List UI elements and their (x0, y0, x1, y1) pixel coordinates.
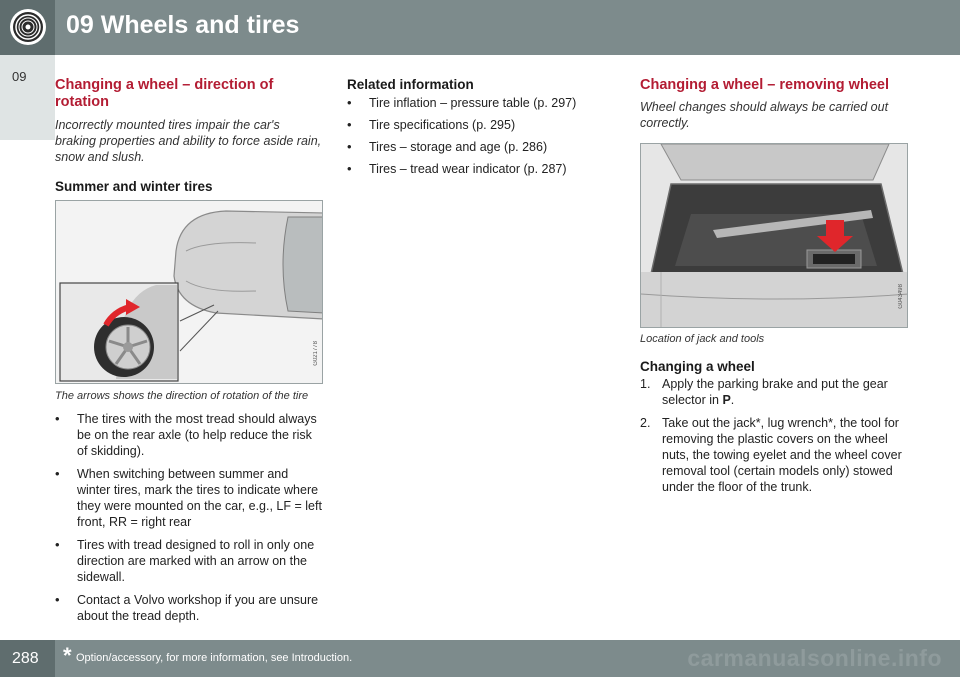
list-item: Tires with tread designed to roll in onl… (55, 537, 323, 585)
list-tire-tips: The tires with the most tread should alw… (55, 411, 323, 624)
car-front-illustration (56, 201, 322, 383)
list-item: Contact a Volvo workshop if you are unsu… (55, 592, 323, 624)
footnote-star: * (63, 643, 72, 668)
page-header: 09 Wheels and tires (0, 0, 960, 55)
chapter-tab[interactable]: 09 (0, 55, 55, 140)
related-link[interactable]: Tires – tread wear indicator (p. 287) (347, 161, 597, 177)
related-link[interactable]: Tire inflation – pressure table (p. 297) (347, 95, 597, 111)
chapter-icon-box (0, 0, 55, 55)
watermark: carmanualsonline.info (687, 645, 942, 671)
trunk-illustration (641, 144, 907, 327)
related-link[interactable]: Tires – storage and age (p. 286) (347, 139, 597, 155)
figure-code-jack: G043498 (898, 284, 904, 309)
figure-tire-rotation: G021778 (55, 200, 323, 384)
step-number: 1. (640, 377, 651, 391)
subheading-summer-winter: Summer and winter tires (55, 179, 213, 194)
column-related: Related information Tire inflation – pre… (347, 77, 597, 177)
steps-list: 1. Apply the parking brake and put the g… (640, 376, 908, 495)
figure-jack-location: G043498 (640, 143, 908, 328)
section-heading-rotation: Changing a wheel – direction of rotation (55, 77, 274, 110)
step-item: 2. Take out the jack*, lug wrench*, the … (640, 415, 908, 495)
related-links: Tire inflation – pressure table (p. 297)… (347, 95, 597, 177)
intro-removing: Wheel changes should always be carried o… (640, 100, 889, 130)
step-item: 1. Apply the parking brake and put the g… (640, 376, 908, 408)
footnote-text: Option/accessory, for more information, … (76, 652, 353, 664)
step-text-end: . (730, 393, 735, 407)
list-item: When switching between summer and winter… (55, 466, 323, 530)
step-text: Take out the jack*, lug wrench*, the too… (662, 416, 902, 494)
step-text: Apply the parking brake and put the gear… (662, 377, 888, 407)
chapter-tab-label: 09 (12, 69, 27, 84)
subheading-changing-wheel: Changing a wheel (640, 359, 755, 374)
caption-jack: Location of jack and tools (640, 333, 765, 345)
related-heading: Related information (347, 77, 474, 92)
related-link[interactable]: Tire specifications (p. 295) (347, 117, 597, 133)
step-bold: P (722, 393, 731, 407)
intro-rotation: Incorrectly mounted tires impair the car… (55, 118, 322, 164)
figure-code-rotation: G021778 (313, 341, 319, 366)
column-rotation: Changing a wheel – direction of rotation… (55, 77, 323, 624)
page-number-box: 288 (0, 640, 55, 677)
page-title: 09 Wheels and tires (66, 11, 300, 39)
column-removing-wheel: Changing a wheel – removing wheel Wheel … (640, 77, 908, 495)
list-item: The tires with the most tread should alw… (55, 411, 323, 459)
wheel-icon (10, 9, 46, 45)
page-number: 288 (12, 650, 39, 667)
caption-rotation: The arrows shows the direction of rotati… (55, 390, 309, 402)
page-footer: 288 * Option/accessory, for more informa… (0, 640, 960, 677)
section-heading-removing: Changing a wheel – removing wheel (640, 77, 889, 93)
step-number: 2. (640, 416, 651, 430)
